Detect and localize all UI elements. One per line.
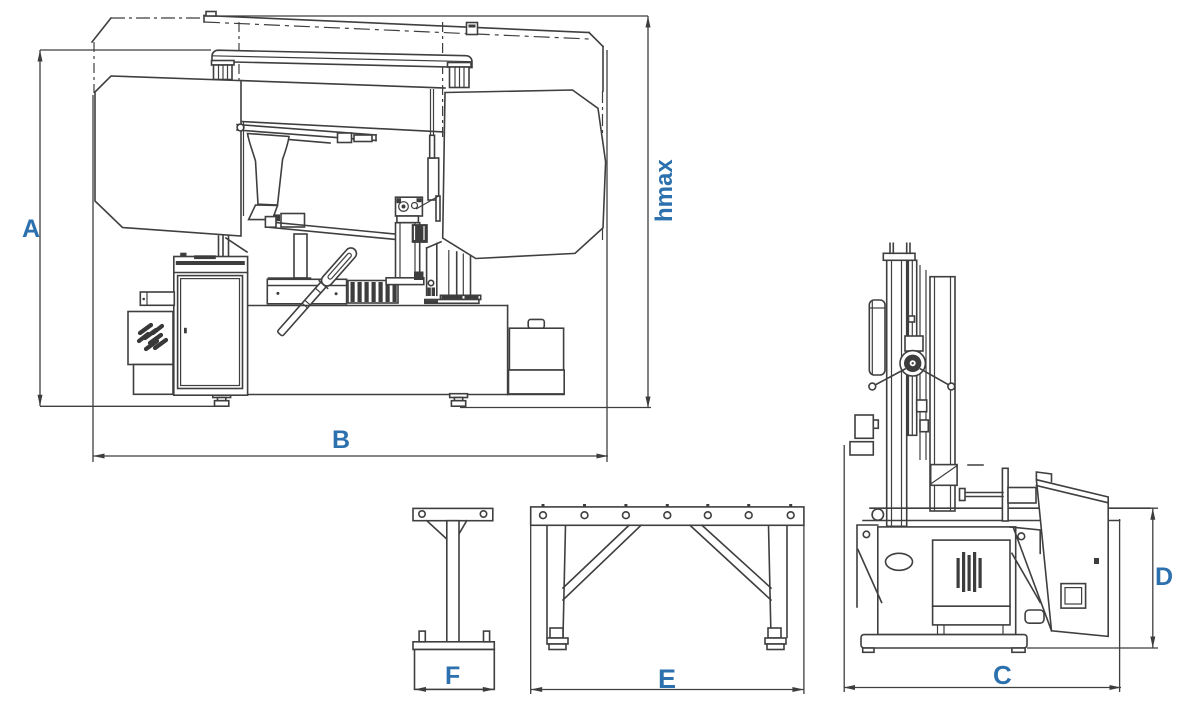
svg-text:B: B	[332, 426, 350, 454]
svg-text:F: F	[445, 662, 460, 690]
svg-text:D: D	[1155, 563, 1173, 591]
svg-text:hmax: hmax	[651, 159, 678, 222]
svg-text:C: C	[993, 660, 1012, 690]
svg-text:E: E	[658, 664, 676, 694]
svg-text:A: A	[22, 215, 40, 243]
